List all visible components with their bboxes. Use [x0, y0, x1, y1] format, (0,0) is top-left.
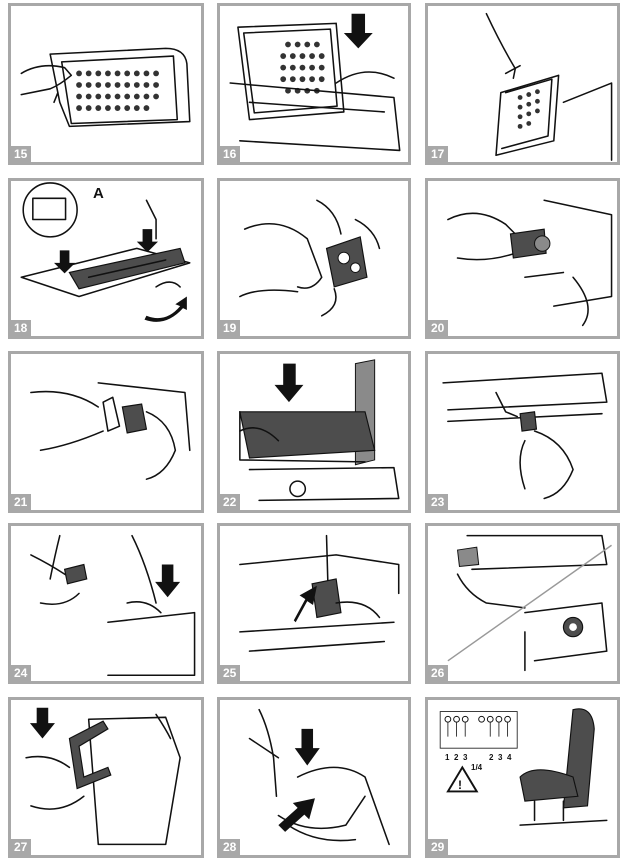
- step-22-panel: 22: [217, 351, 411, 513]
- handle-mount-illustration: [447, 534, 612, 672]
- step-number: 21: [11, 494, 32, 510]
- step-number: 25: [220, 665, 241, 681]
- step-number: 15: [11, 146, 32, 162]
- step-number: 23: [428, 494, 449, 510]
- rod-lift-illustration: [239, 534, 400, 652]
- filter-cover-closing-illustration: [485, 12, 613, 161]
- position-label: 3: [463, 753, 468, 762]
- step-24-panel: 24: [8, 523, 204, 684]
- lid-push-down-illustration: [239, 359, 400, 502]
- step-number: 18: [11, 320, 32, 336]
- step-21-panel: 21: [8, 351, 204, 513]
- position-label: 2: [489, 753, 494, 762]
- step-number: 29: [428, 839, 449, 855]
- step-16-panel: 16: [217, 3, 411, 165]
- step-23-panel: 23: [425, 351, 620, 513]
- step-number: 19: [220, 320, 241, 336]
- step-number: 26: [428, 665, 449, 681]
- step-19-panel: 19: [217, 178, 411, 339]
- step-number: 24: [11, 665, 32, 681]
- step-26-panel: 26: [425, 523, 620, 684]
- position-label: 4: [507, 753, 512, 762]
- screw-fastening-illustration: [248, 708, 390, 846]
- position-label: 1: [445, 753, 450, 762]
- step-number: 20: [428, 320, 449, 336]
- fraction-label: 1/4: [471, 763, 483, 772]
- position-label: 3: [498, 753, 503, 762]
- step-18-panel: A 18: [8, 178, 204, 339]
- step-25-panel: 25: [217, 523, 411, 684]
- nozzle-assembly-illustration: [239, 199, 381, 317]
- handle-fitting-illustration: [25, 707, 181, 846]
- step-28-panel: 28: [217, 697, 411, 858]
- step-number: 22: [220, 494, 241, 510]
- nozzle-attach-illustration: [447, 199, 613, 327]
- callout-label: A: [93, 185, 104, 202]
- height-adjust-illustration: [439, 708, 608, 826]
- step-15-panel: 15: [8, 3, 204, 165]
- filter-insertion-illustration: [229, 13, 401, 152]
- step-number: 27: [11, 839, 32, 855]
- cap-screw-illustration: [30, 382, 191, 480]
- tray-removal-illustration: [20, 182, 191, 322]
- lower-knob-illustration: [442, 372, 608, 500]
- step-number: 17: [428, 146, 449, 162]
- step-20-panel: 20: [425, 178, 620, 339]
- step-number: 28: [220, 839, 241, 855]
- warning-icon: !: [458, 778, 462, 792]
- step-17-panel: 17: [425, 3, 620, 165]
- position-label: 2: [454, 753, 459, 762]
- handle-bracket-illustration: [30, 534, 196, 676]
- filter-grille-removal-illustration: [20, 47, 191, 128]
- step-29-panel: 1 2 3 2 3 4 1/4 ! 29: [425, 697, 620, 858]
- step-number: 16: [220, 146, 241, 162]
- step-27-panel: 27: [8, 697, 204, 858]
